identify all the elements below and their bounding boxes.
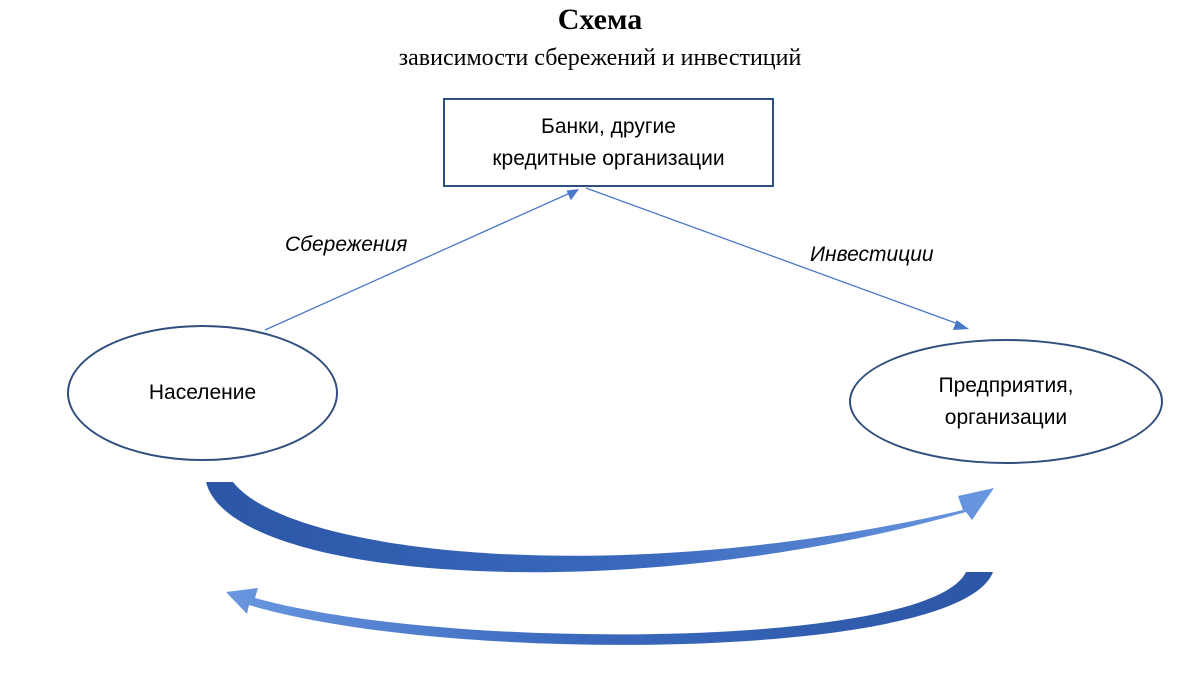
diagram-title: Схема bbox=[557, 3, 643, 36]
lower-flow-arrow bbox=[226, 572, 993, 645]
diagram-subtitle: зависимости сбережений и инвестиций bbox=[398, 45, 802, 71]
investment-arrowhead bbox=[952, 320, 969, 330]
enterprises-node: Предприятия, организации bbox=[849, 339, 1163, 464]
enterprises-node-line-2: организации bbox=[944, 405, 1068, 429]
population-node-label: Население bbox=[148, 381, 257, 404]
savings-connector-line bbox=[264, 192, 571, 331]
banks-node: Банки, другие кредитные организации bbox=[443, 98, 774, 187]
investment-connector-line bbox=[585, 187, 962, 326]
banks-node-line-2: кредитные организации bbox=[492, 146, 725, 170]
banks-node-line-1: Банки, другие bbox=[541, 114, 676, 138]
savings-label: Сбережения bbox=[285, 233, 408, 256]
population-node: Население bbox=[67, 325, 338, 461]
upper-flow-arrow bbox=[206, 482, 994, 573]
savings-arrowhead bbox=[566, 189, 579, 201]
enterprises-node-line-1: Предприятия, bbox=[938, 373, 1074, 397]
investments-label: Инвестиции bbox=[810, 243, 934, 266]
